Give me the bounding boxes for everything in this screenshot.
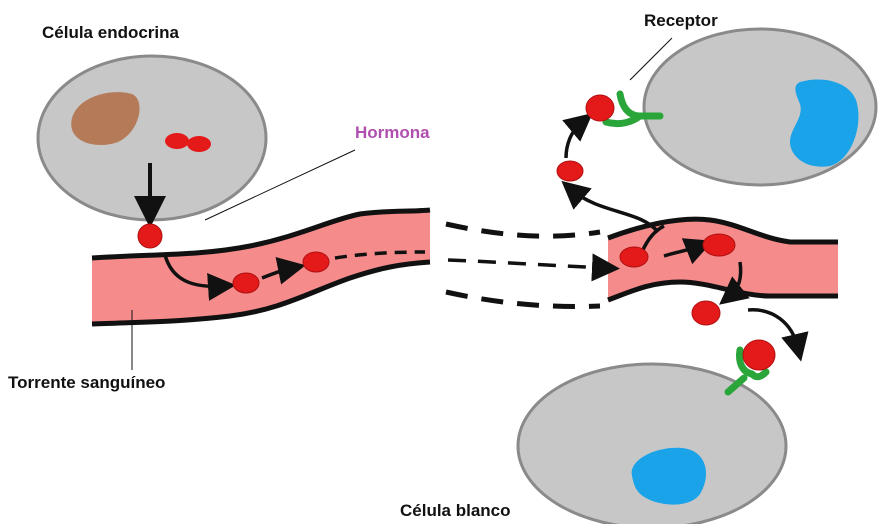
- hormone-label: Hormona: [355, 124, 430, 141]
- target-cell-bottom: [518, 364, 786, 524]
- receptor-label: Receptor: [644, 12, 718, 29]
- hormone-molecule: [620, 247, 648, 267]
- target-cell-label: Célula blanco: [400, 502, 511, 519]
- bloodstream-label: Torrente sanguíneo: [8, 374, 165, 391]
- hormone-molecule: [138, 224, 162, 248]
- hormone-molecule: [692, 301, 720, 325]
- flow-arrow: [448, 260, 606, 268]
- secretory-vesicle: [187, 136, 211, 152]
- hormone-molecule: [303, 252, 329, 272]
- hormone-molecule: [557, 161, 583, 181]
- flow-arrow: [566, 122, 582, 158]
- endocrine-cell-label: Célula endocrina: [42, 24, 179, 41]
- hormone-molecule: [233, 273, 259, 293]
- target-cell-top: [644, 29, 876, 185]
- secretory-vesicle: [165, 133, 189, 149]
- hormone-molecule-bound: [743, 340, 775, 370]
- hormone-molecule: [703, 234, 735, 256]
- hormone-molecule-bound: [586, 95, 614, 121]
